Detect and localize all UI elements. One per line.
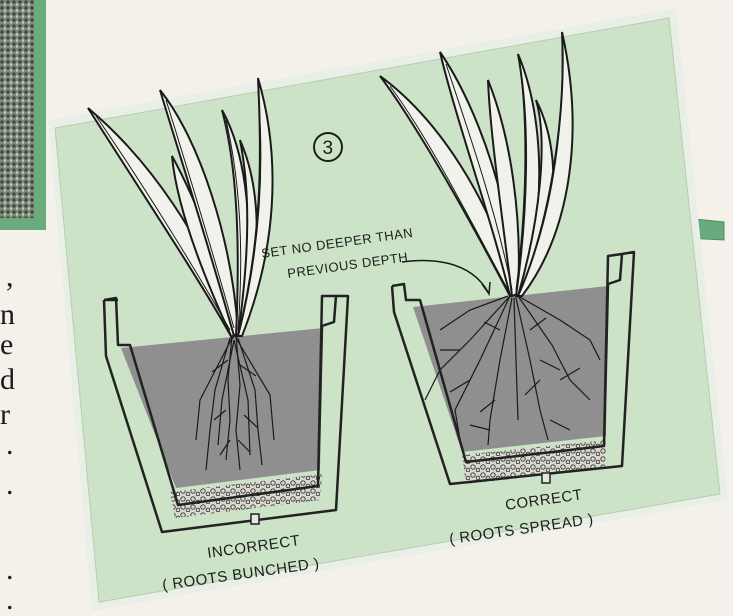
- illustration-panel: [48, 8, 728, 611]
- photo-fragment: [0, 0, 46, 230]
- drain-hole-icon: [251, 514, 259, 524]
- drain-hole-icon: [542, 473, 550, 483]
- step-number: 3: [322, 138, 333, 159]
